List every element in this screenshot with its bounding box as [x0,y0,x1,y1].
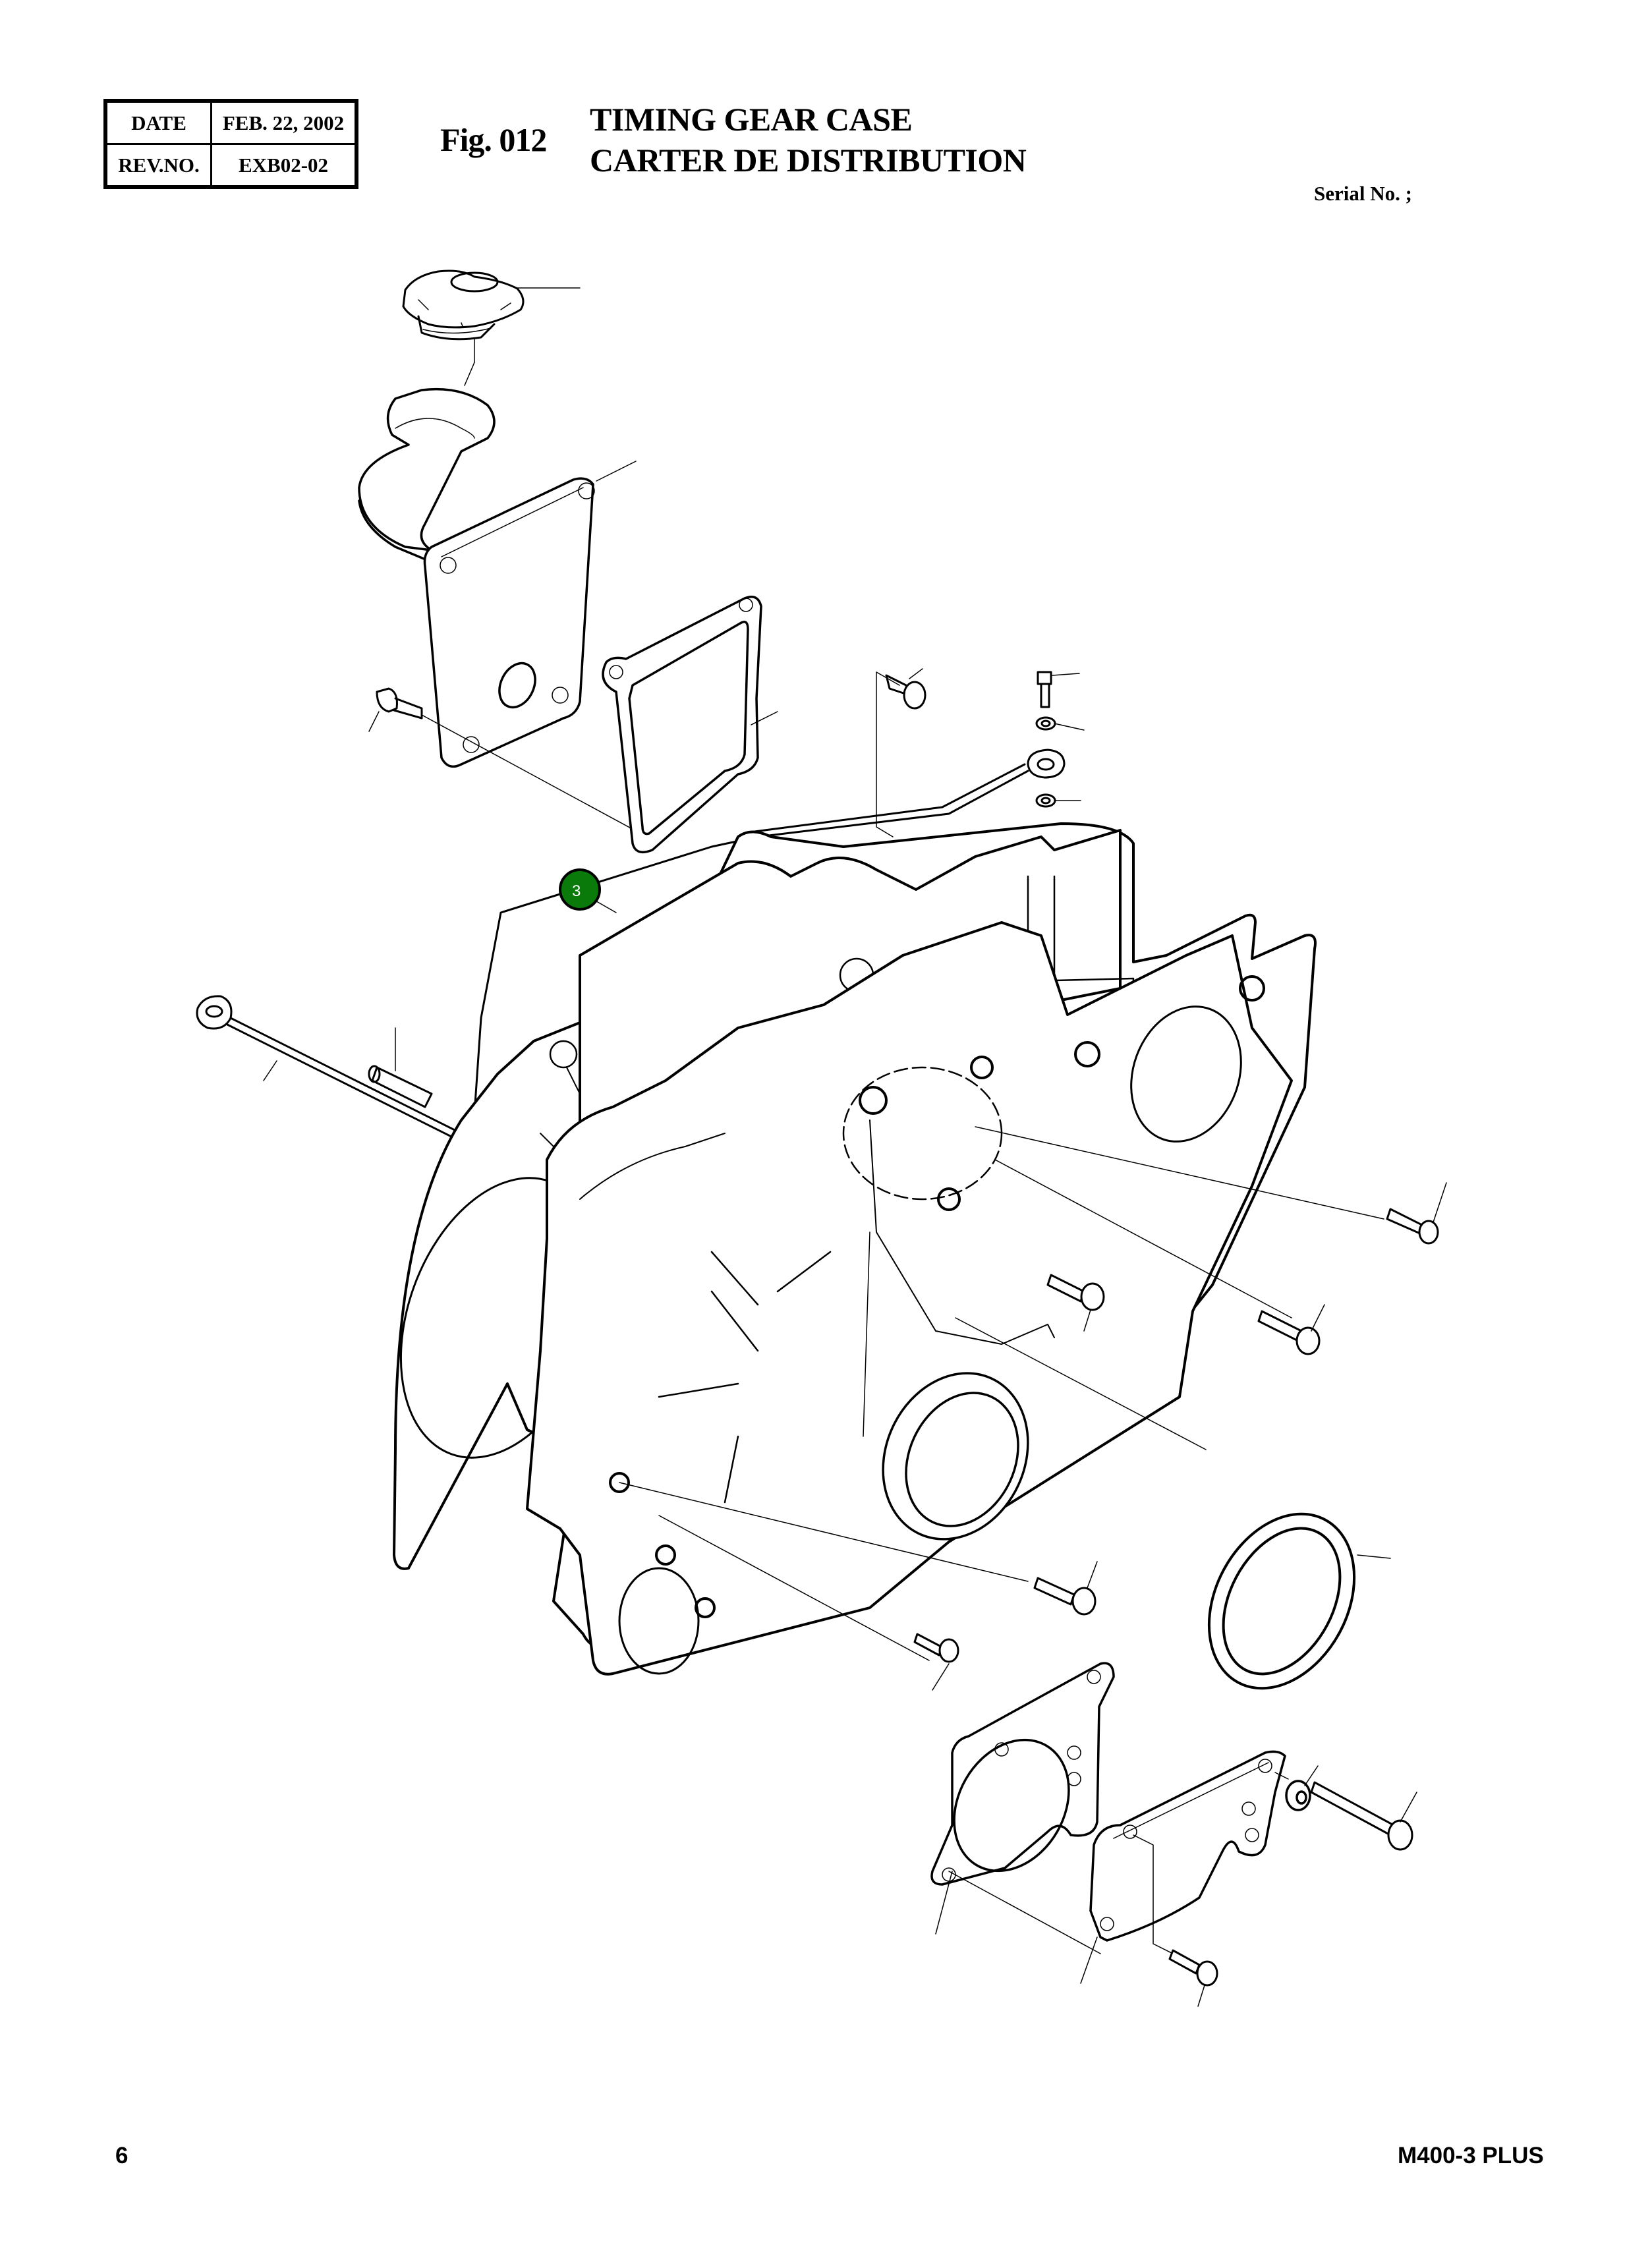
pump-cover[interactable] [1089,1750,1286,1942]
dowel-pin[interactable] [368,1065,433,1108]
case-bolt-right-middle[interactable] [1257,1310,1321,1355]
breather-gasket[interactable] [602,596,762,854]
washer[interactable] [1285,1780,1311,1811]
model-name: M400-3 PLUS [1398,2143,1544,2168]
serial-number-label: Serial No. ; [1314,182,1412,205]
page-title: TIMING GEAR CASE CARTER DE DISTRIBUTION [590,99,1027,181]
figure-number: Fig. 012 [440,121,547,158]
crankshaft-seal-bore [882,1372,1029,1541]
assembly-leader-lines [619,1126,1384,1661]
date-label: DATE [104,99,212,145]
case-bolt-lower-middle[interactable] [1033,1577,1097,1616]
title-english: TIMING GEAR CASE [590,101,913,138]
oil-pipe-banjo-left[interactable] [196,995,476,1148]
title-french: CARTER DE DISTRIBUTION [590,142,1027,179]
oil-filler-cap[interactable] [402,269,525,341]
flange-bolt-left[interactable] [376,687,423,720]
oil-pipe-banjo[interactable] [1027,749,1066,779]
oil-pipe[interactable] [473,763,1029,1115]
long-bolt[interactable] [1310,1781,1413,1851]
callout-number: 3 [572,882,581,900]
breather-cover-plate[interactable] [423,477,595,768]
front-oil-seal[interactable] [1180,1488,1383,1713]
page-number: 6 [115,2143,128,2168]
case-ribs [658,1251,832,1504]
case-bolt-right-upper[interactable] [1386,1208,1439,1245]
gear-cover-plate[interactable] [526,921,1293,1676]
case-bolt-lower-left[interactable] [913,1633,959,1663]
oil-filler-pipe[interactable] [358,387,496,565]
banjo-bolt[interactable] [1037,671,1052,708]
pump-cover-gasket[interactable] [930,1662,1115,1892]
pump-cover-bolt[interactable] [1166,1749,1218,1987]
callout-3[interactable]: 3 [559,868,617,913]
rev-value: EXB02-02 [210,143,358,188]
sealing-washer-lower[interactable] [1035,793,1056,808]
sealing-washer-upper[interactable] [1035,716,1056,731]
case-bolt-center[interactable] [1046,1274,1105,1311]
revision-table: DATE FEB. 22, 2002 REV.NO. EXB02-02 [103,99,358,189]
flange-bolt-top[interactable] [885,674,926,710]
date-value: FEB. 22, 2002 [210,99,358,145]
rev-label: REV.NO. [104,143,212,188]
